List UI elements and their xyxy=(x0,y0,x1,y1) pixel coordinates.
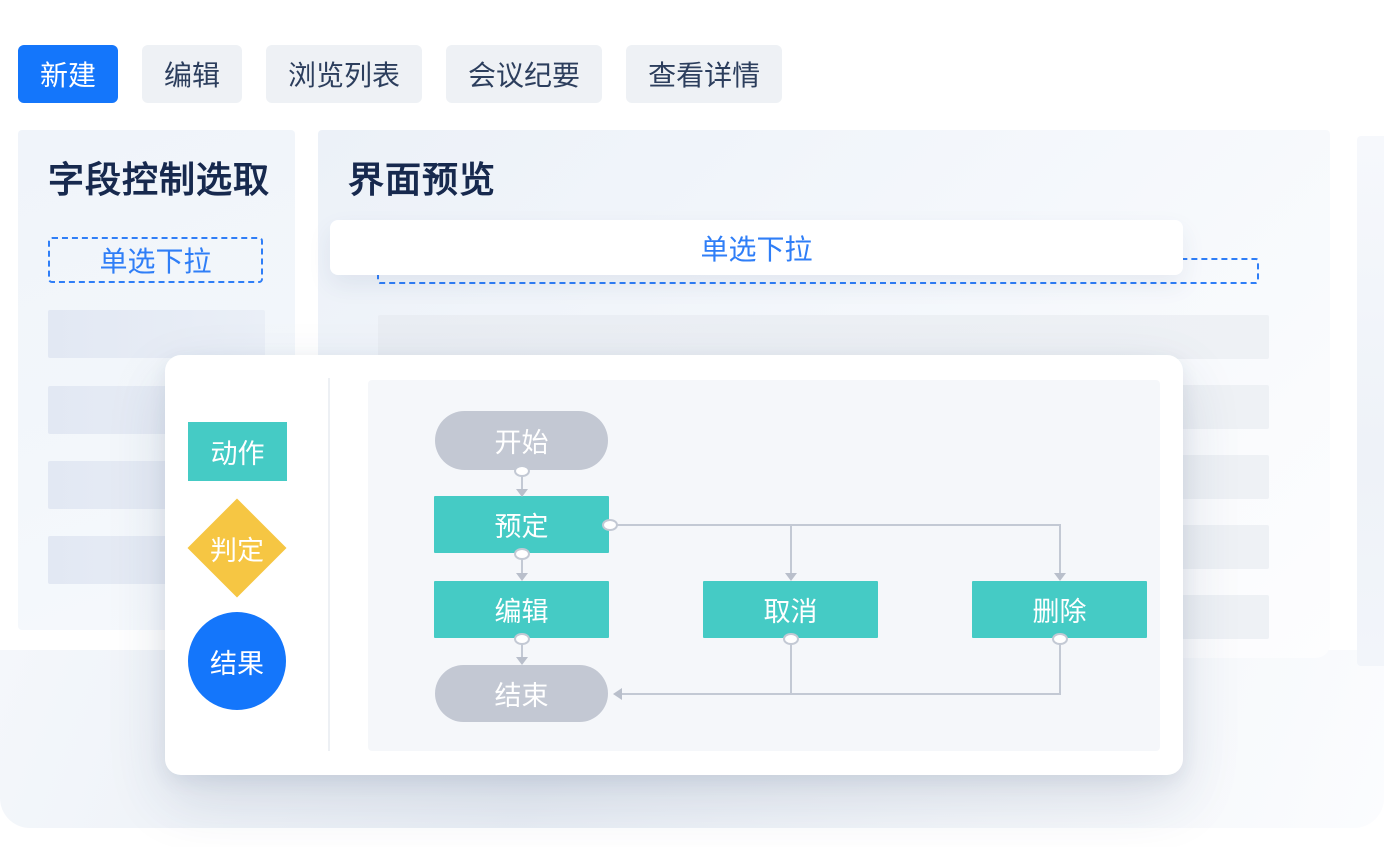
placeholder-row xyxy=(48,310,265,358)
flow-node-end[interactable]: 结束 xyxy=(435,665,608,722)
interface-preview-title: 界面预览 xyxy=(348,159,497,200)
preview-dropdown-single-select[interactable]: 单选下拉 xyxy=(330,220,1183,275)
flow-node-start[interactable]: 开始 xyxy=(435,411,608,470)
placeholder-row xyxy=(378,315,1269,359)
palette-decision-label: 判定 xyxy=(210,535,264,566)
field-chip-single-select-dropdown[interactable]: 单选下拉 xyxy=(48,237,263,283)
flow-node-reserve[interactable]: 预定 xyxy=(434,496,609,553)
workflow-designer-panel: 动作 判定 结果 开始 预定 编辑 取消 删除 结束 xyxy=(165,355,1183,775)
background-side-strip xyxy=(1357,136,1384,666)
top-tab-bar: 新建 编辑 浏览列表 会议纪要 查看详情 xyxy=(18,45,783,103)
flow-node-edit[interactable]: 编辑 xyxy=(434,581,609,638)
flowchart-canvas[interactable]: 开始 预定 编辑 取消 删除 结束 xyxy=(368,380,1160,751)
palette-result-shape[interactable]: 结果 xyxy=(188,612,286,710)
palette-divider xyxy=(328,378,330,751)
tab-new[interactable]: 新建 xyxy=(18,45,119,103)
flow-node-delete[interactable]: 删除 xyxy=(972,581,1147,638)
tab-browse-list[interactable]: 浏览列表 xyxy=(266,45,423,103)
field-picker-title: 字段控制选取 xyxy=(48,159,271,200)
tab-meeting-minutes[interactable]: 会议纪要 xyxy=(446,45,603,103)
flow-node-cancel[interactable]: 取消 xyxy=(703,581,878,638)
tab-view-details[interactable]: 查看详情 xyxy=(626,45,783,103)
tab-edit[interactable]: 编辑 xyxy=(142,45,243,103)
palette-action-shape[interactable]: 动作 xyxy=(188,422,287,481)
palette-decision-shape[interactable]: 判定 xyxy=(188,499,286,597)
